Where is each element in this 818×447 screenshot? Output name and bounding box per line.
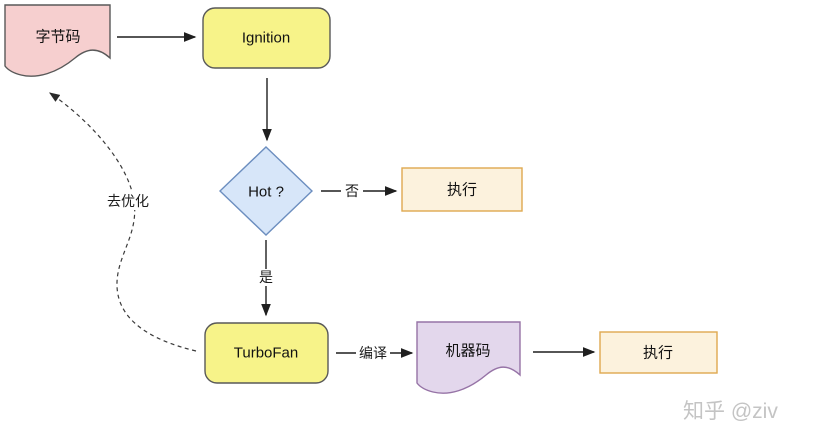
hot-label: Hot ?	[248, 184, 284, 201]
edge-hot-to-execute: 否	[321, 183, 398, 199]
node-execute-yes: 执行	[599, 331, 718, 374]
ignition-label: Ignition	[242, 30, 290, 47]
node-execute-no: 执行	[401, 167, 523, 212]
ignition-shape	[202, 7, 331, 69]
execute-no-label: 执行	[447, 182, 477, 199]
bytecode-label: 字节码	[35, 29, 80, 46]
deoptimize-label: 去优化	[107, 193, 149, 209]
execute-yes-shape	[599, 331, 718, 374]
yes-label-bg	[256, 269, 276, 286]
turbofan-shape	[204, 322, 329, 384]
machine-code-label: 机器码	[445, 343, 490, 360]
turbofan-label: TurboFan	[234, 345, 298, 362]
edge-turbofan-to-bytecode: 去优化	[49, 92, 197, 352]
zhihu-watermark: 知乎 @ziv	[683, 400, 778, 423]
compile-label-bg	[356, 345, 390, 361]
node-ignition: Ignition	[202, 7, 331, 69]
no-label: 否	[345, 183, 359, 199]
deoptimize-dashed-curve	[49, 92, 197, 352]
edge-hot-to-turbofan: 是	[256, 240, 276, 317]
hot-diamond-shape	[218, 146, 314, 236]
edge-turbofan-to-machine: 编译	[336, 345, 414, 361]
bytecode-document-shape	[4, 4, 111, 77]
node-machine-code: 机器码	[416, 321, 521, 394]
execute-yes-label: 执行	[643, 345, 673, 362]
compile-label: 编译	[359, 345, 387, 361]
machine-code-document-shape	[416, 321, 521, 394]
node-bytecode: 字节码	[4, 4, 111, 77]
execute-no-shape	[401, 167, 523, 212]
deoptimize-label-bg	[99, 192, 158, 210]
node-hot-decision: Hot ?	[218, 146, 314, 236]
no-label-bg	[341, 183, 363, 199]
node-turbofan: TurboFan	[204, 322, 329, 384]
yes-label: 是	[259, 269, 273, 285]
